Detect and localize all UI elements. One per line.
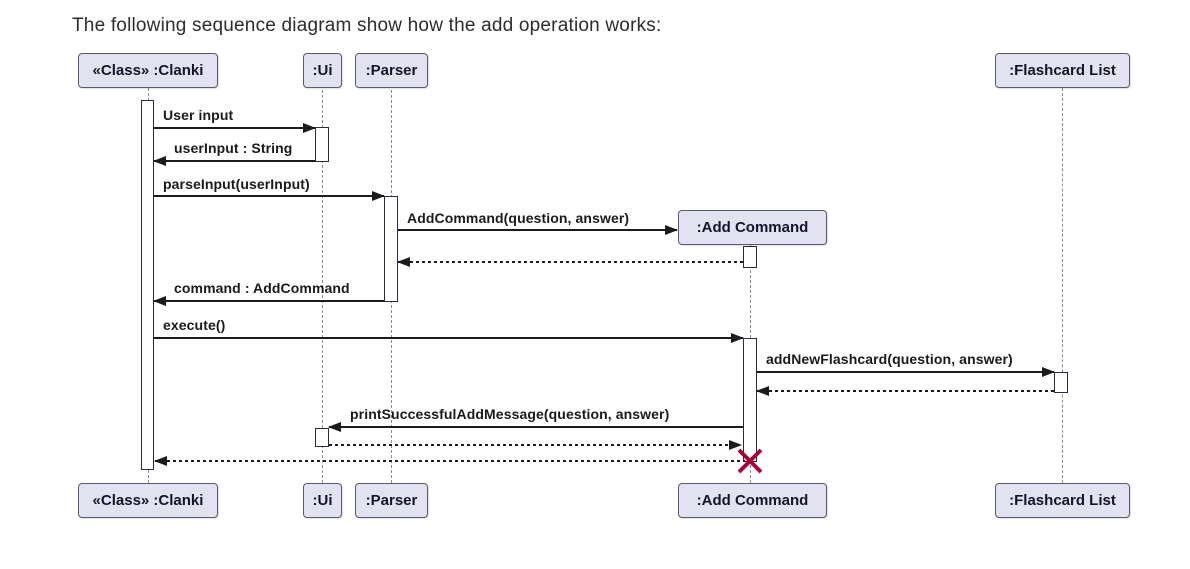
arrowhead-left-icon bbox=[153, 155, 166, 166]
arrowhead-right-icon bbox=[303, 122, 316, 133]
activation-add-command-create bbox=[743, 246, 757, 268]
message-arrow-print-success bbox=[328, 421, 743, 432]
activation-parser bbox=[384, 196, 398, 302]
participant-flashcard-list-top: :Flashcard List bbox=[995, 53, 1130, 88]
message-label-execute: execute() bbox=[163, 317, 226, 333]
message-label-command-return: command : AddCommand bbox=[174, 280, 350, 296]
message-arrow-add-new-flashcard bbox=[757, 366, 1055, 377]
activation-ui-print bbox=[315, 428, 329, 447]
page-title: The following sequence diagram show how … bbox=[72, 15, 662, 36]
participant-clanki-top: «Class» :Clanki bbox=[78, 53, 218, 88]
arrowhead-right-icon bbox=[1042, 366, 1055, 377]
arrowhead-right-icon bbox=[665, 224, 678, 235]
participant-flashcard-list-bottom: :Flashcard List bbox=[995, 483, 1130, 518]
message-arrow-user-input bbox=[154, 122, 316, 133]
message-label-add-new-flashcard: addNewFlashcard(question, answer) bbox=[766, 351, 1013, 367]
participant-ui-top: :Ui bbox=[303, 53, 342, 88]
message-label-parse-input: parseInput(userInput) bbox=[163, 176, 310, 192]
arrowhead-left-icon bbox=[154, 455, 167, 466]
lifeline-flashcard-list bbox=[1062, 88, 1063, 483]
arrowhead-left-icon bbox=[153, 295, 166, 306]
message-arrow-user-input-return bbox=[153, 155, 315, 166]
message-arrow-parse-input bbox=[154, 190, 385, 201]
message-arrow-execute bbox=[154, 332, 744, 343]
reply-arrow-add-new-flashcard bbox=[756, 385, 1054, 396]
message-arrow-command-return bbox=[153, 295, 384, 306]
participant-add-command-created: :Add Command bbox=[678, 210, 827, 245]
arrowhead-left-icon bbox=[756, 385, 769, 396]
message-label-print-success: printSuccessfulAddMessage(question, answ… bbox=[350, 406, 670, 422]
participant-ui-bottom: :Ui bbox=[303, 483, 342, 518]
arrowhead-left-icon bbox=[397, 256, 410, 267]
reply-arrow-print-success bbox=[329, 439, 742, 450]
participant-clanki-bottom: «Class» :Clanki bbox=[78, 483, 218, 518]
participant-add-command-bottom: :Add Command bbox=[678, 483, 827, 518]
reply-arrow-execute-return bbox=[154, 455, 745, 466]
message-label-user-input-return: userInput : String bbox=[174, 140, 293, 156]
message-arrow-add-command-create bbox=[398, 224, 678, 235]
lifeline-ui bbox=[322, 85, 323, 483]
participant-parser-top: :Parser bbox=[355, 53, 428, 88]
destroy-x-icon bbox=[737, 448, 763, 474]
message-label-user-input: User input bbox=[163, 107, 234, 123]
arrowhead-right-icon bbox=[731, 332, 744, 343]
arrowhead-right-icon bbox=[729, 439, 742, 450]
arrowhead-left-icon bbox=[328, 421, 341, 432]
reply-arrow-add-command-create bbox=[397, 256, 743, 267]
message-label-add-command-create: AddCommand(question, answer) bbox=[407, 210, 630, 226]
activation-flashcard-list bbox=[1054, 372, 1068, 393]
activation-ui-userinput bbox=[315, 127, 329, 162]
activation-add-command-execute bbox=[743, 338, 757, 462]
activation-clanki bbox=[141, 100, 154, 470]
participant-parser-bottom: :Parser bbox=[355, 483, 428, 518]
arrowhead-right-icon bbox=[372, 190, 385, 201]
